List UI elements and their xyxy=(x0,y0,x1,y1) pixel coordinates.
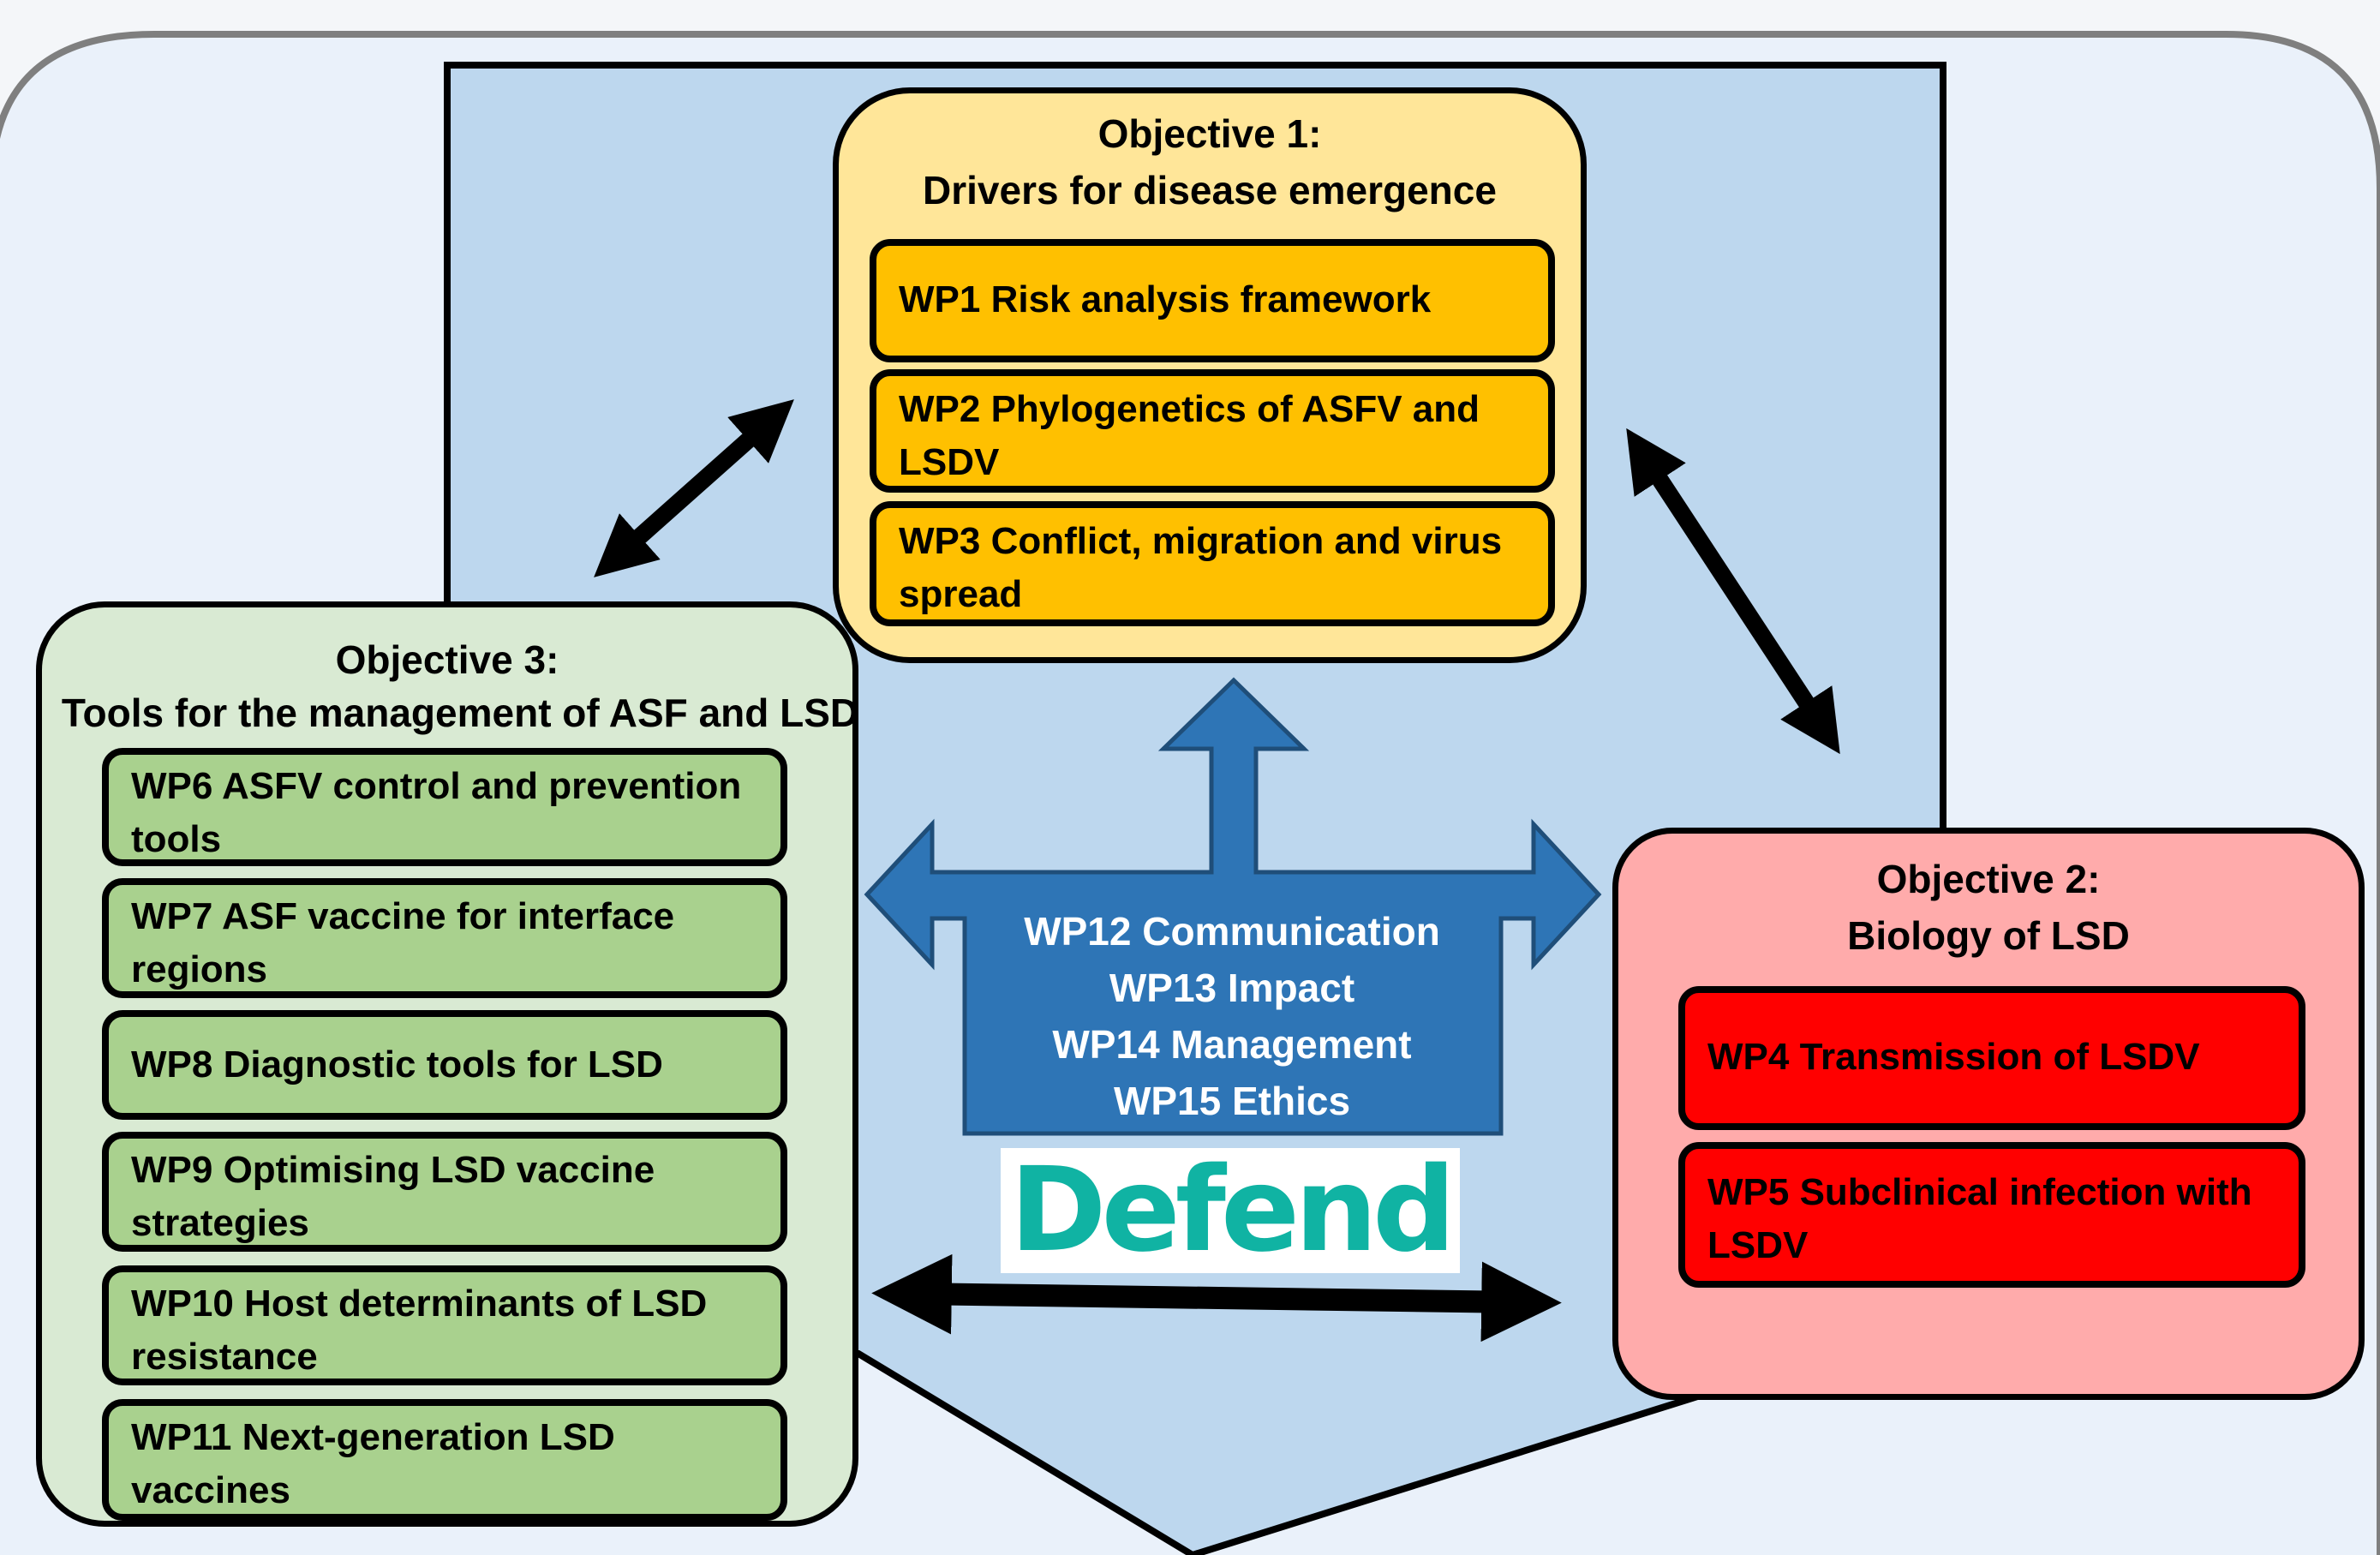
wp3-item: WP3 Conflict, migration and virus spread xyxy=(870,501,1555,626)
defend-logo: Defend xyxy=(1001,1143,1460,1278)
center-item-wp15: WP15 Ethics xyxy=(1113,1079,1351,1123)
objective-2-title: Objective 2: xyxy=(1876,857,2101,901)
objective-2-box: Objective 2: Biology of LSD WP4 Transmis… xyxy=(1612,828,2365,1400)
wp11-item: WP11 Next-generation LSD vaccines xyxy=(102,1399,787,1521)
wp6-item: WP6 ASFV control and prevention tools xyxy=(102,748,787,866)
wp8-item: WP8 Diagnostic tools for LSD xyxy=(102,1010,787,1120)
wp4-item: WP4 Transmission of LSDV xyxy=(1678,986,2305,1130)
wp2-item: WP2 Phylogenetics of ASFV and LSDV xyxy=(870,369,1555,493)
center-item-wp12: WP12 Communication xyxy=(1024,909,1440,954)
objective-3-subtitle: Tools for the management of ASF and LSD xyxy=(61,691,859,735)
objective-3-box: Objective 3: Tools for the management of… xyxy=(36,601,858,1527)
objective-1-title: Objective 1: xyxy=(1097,111,1322,156)
wp9-item: WP9 Optimising LSD vaccine strategies xyxy=(102,1132,787,1252)
objective-2-subtitle: Biology of LSD xyxy=(1847,913,2130,958)
objective-1-box: Objective 1: Drivers for disease emergen… xyxy=(833,87,1587,663)
wp7-item: WP7 ASF vaccine for interface regions xyxy=(102,878,787,998)
defend-logo-text: Defend xyxy=(1009,1143,1456,1278)
objective-3-title: Objective 3: xyxy=(335,637,559,682)
wp10-item: WP10 Host determinants of LSD resistance xyxy=(102,1265,787,1385)
wp5-item: WP5 Subclinical infection with LSDV xyxy=(1678,1142,2305,1288)
center-item-wp13: WP13 Impact xyxy=(1109,966,1355,1010)
center-item-wp14: WP14 Management xyxy=(1052,1022,1412,1067)
wp1-item: WP1 Risk analysis framework xyxy=(870,239,1555,362)
objective-1-subtitle: Drivers for disease emergence xyxy=(923,168,1497,212)
